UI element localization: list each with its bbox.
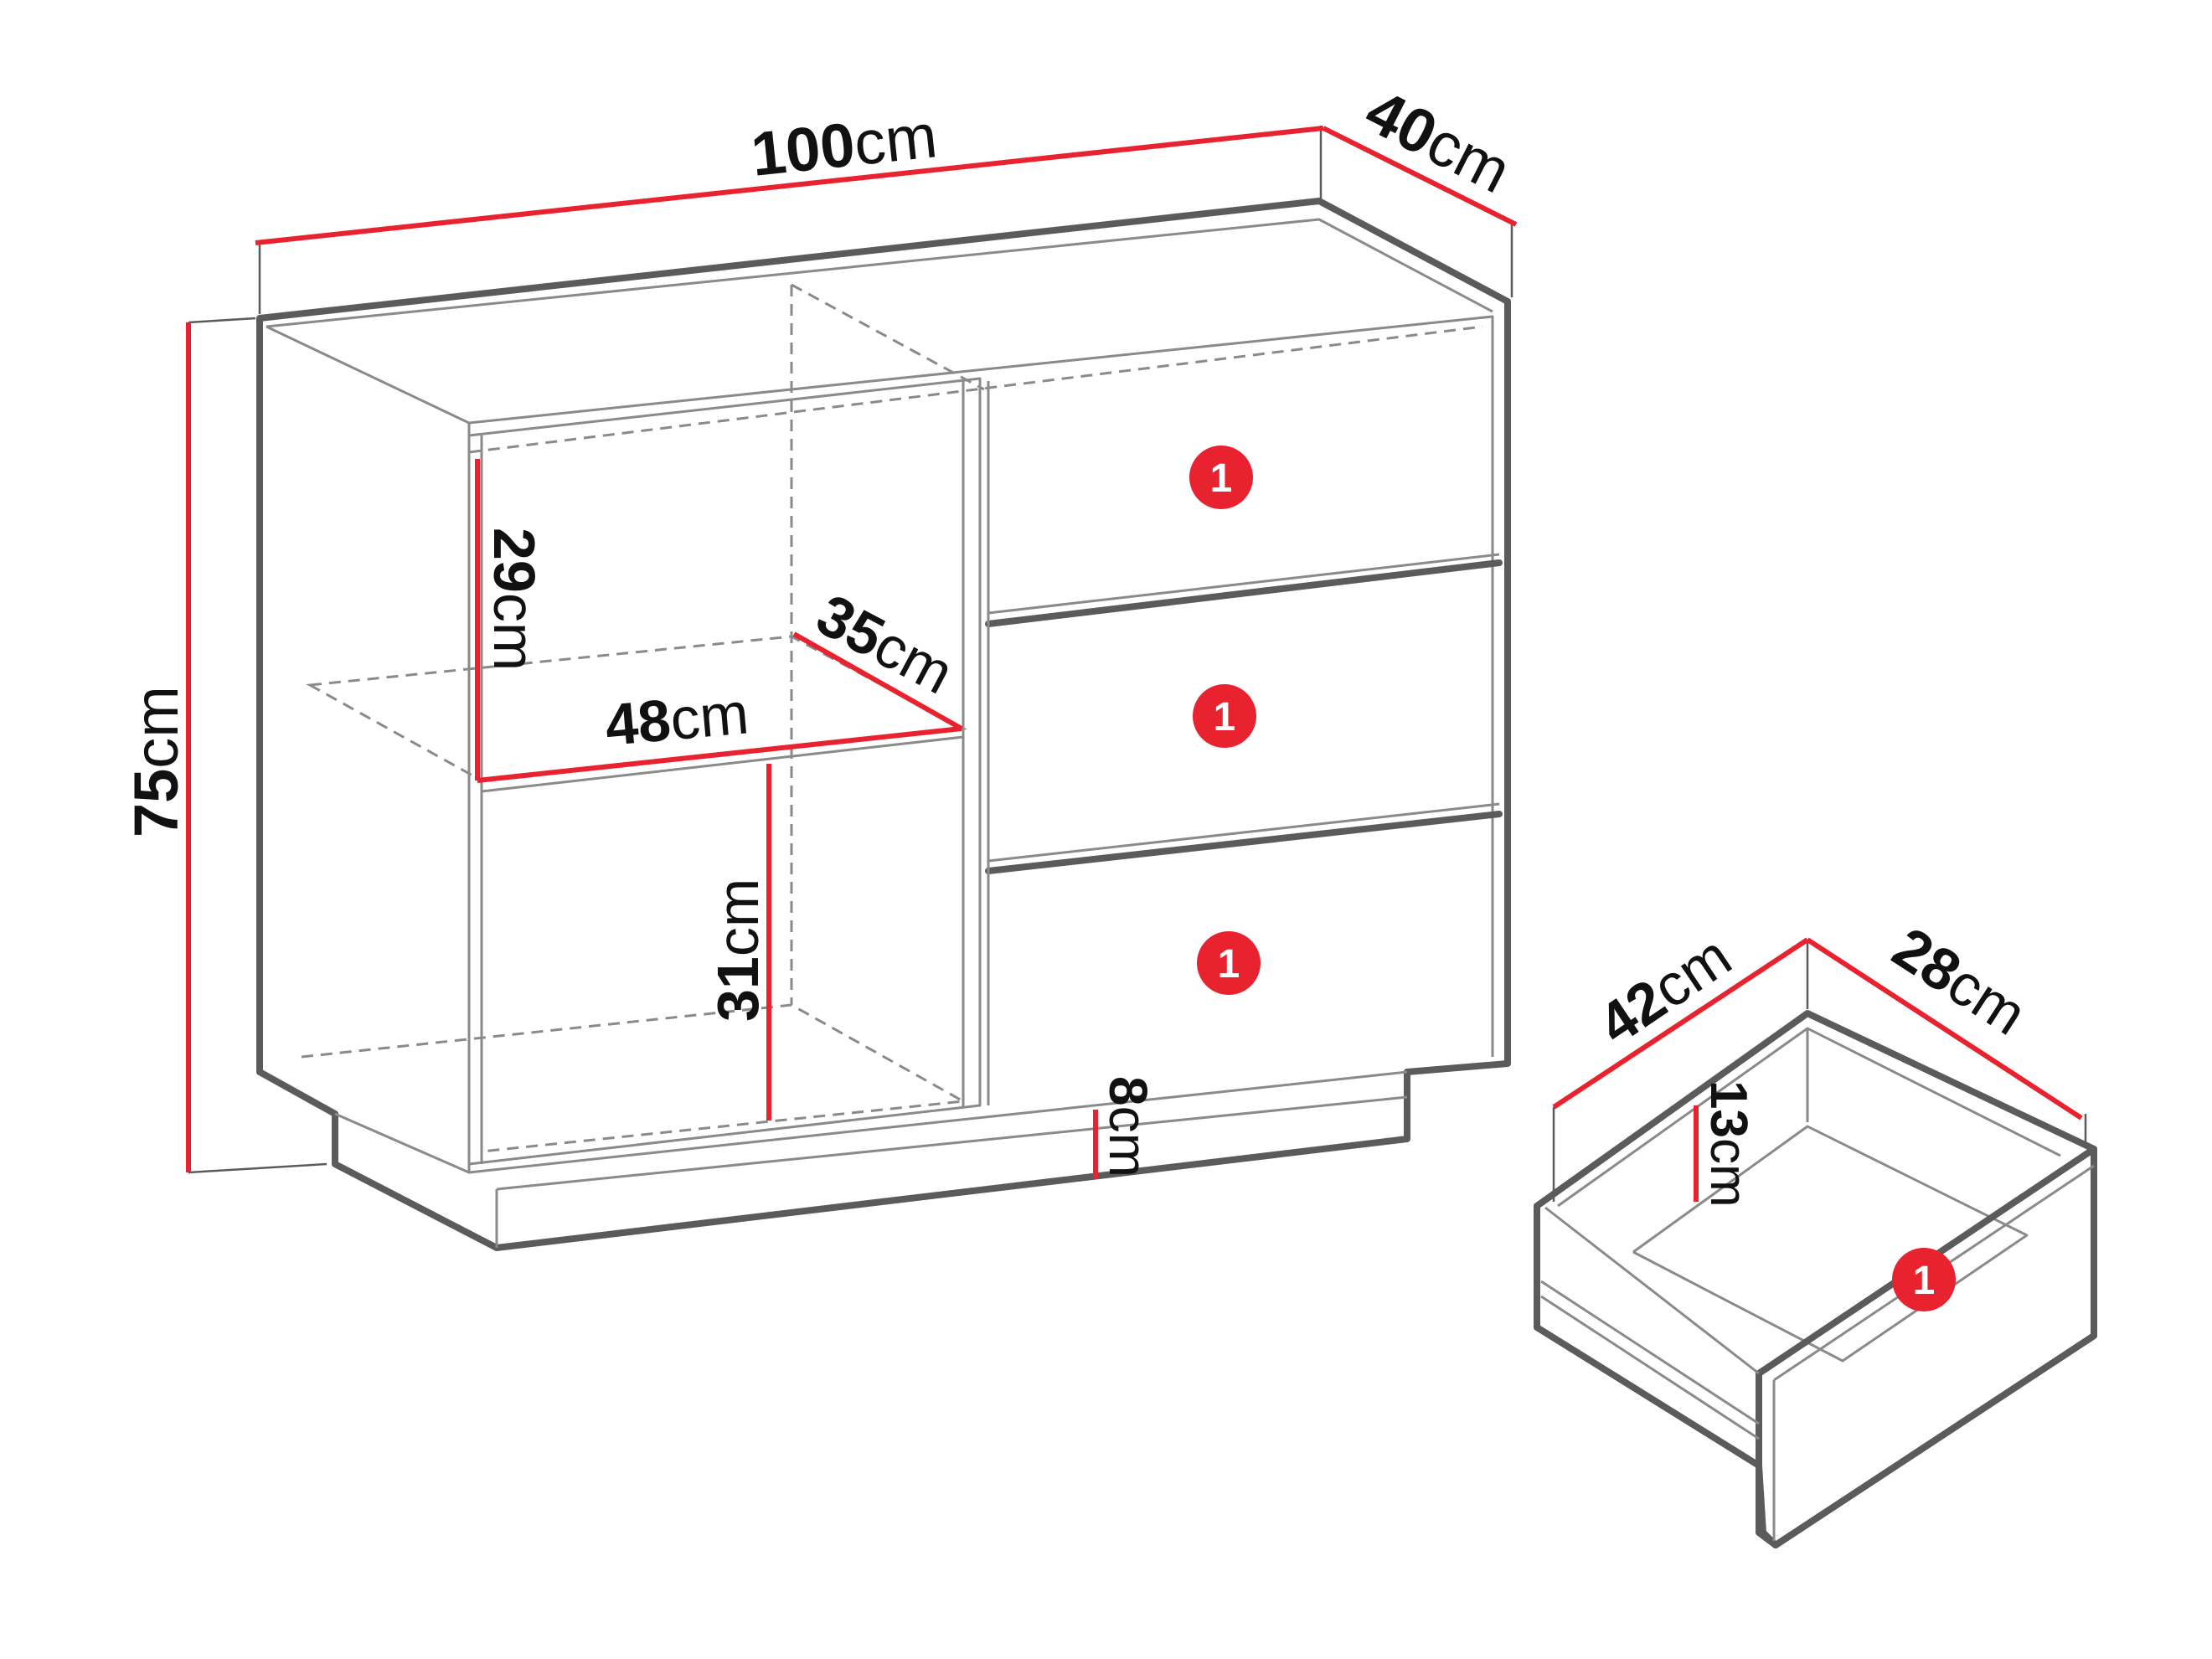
drawer-front-panel <box>1756 1146 2097 1548</box>
svg-text:1: 1 <box>1214 695 1236 739</box>
drawer-outline <box>1534 1010 2097 1548</box>
label-shelf-lower: 31cm <box>705 878 771 1022</box>
cabinet-drawing <box>256 198 1511 1251</box>
drawer-side-line-1 <box>1540 1280 1760 1425</box>
drawer-detail-badge: 1 <box>1892 1248 1956 1311</box>
drawer-side-line-2 <box>1540 1295 1760 1440</box>
drawer-badge-3: 1 <box>1197 931 1261 995</box>
label-height: 75cm <box>121 686 191 837</box>
dimension-lines <box>186 126 1518 1179</box>
drawer-left-top-edge <box>1544 1206 1760 1375</box>
cabinet-top-edge <box>266 218 1493 328</box>
plinth-inner <box>496 1095 1408 1191</box>
shelf-dashed <box>306 635 967 782</box>
label-shelf-upper: 29cm <box>482 528 547 671</box>
drawer-badge-1: 1 <box>1189 446 1253 509</box>
cabinet-front-top-edge <box>468 315 1494 1057</box>
cabinet-outline <box>256 198 1511 1251</box>
label-drawer-height: 13cm <box>1699 1080 1757 1208</box>
shelf-front-edge <box>481 735 964 793</box>
cabinet-top-front-edge <box>266 325 470 425</box>
dim-line-drawer-depth <box>1552 937 1809 1110</box>
open-compartment-frame <box>468 377 982 1166</box>
label-drawer-width: 28cm <box>1882 915 2038 1048</box>
svg-text:1: 1 <box>1913 1259 1936 1303</box>
drawer-divider-1 <box>985 559 1503 627</box>
interior-bottom-dashed <box>301 1003 967 1153</box>
drawer-floor <box>1632 1125 2029 1363</box>
extension-lines <box>188 126 1513 1174</box>
svg-text:1: 1 <box>1218 942 1240 987</box>
interior-back-top <box>791 283 985 391</box>
drawer-divider-2b <box>987 802 1500 863</box>
dim-line-drawer-width <box>1806 937 2083 1121</box>
svg-text:1: 1 <box>1210 456 1233 501</box>
dim-line-depth <box>1322 126 1518 227</box>
drawer-divider-2 <box>985 811 1503 874</box>
dim-line-width <box>255 126 1324 245</box>
dim-line-shelf-depth <box>792 631 963 731</box>
dim-line-shelf-width <box>477 726 962 783</box>
label-shelf-width: 48cm <box>603 680 751 758</box>
interior-top-dashed <box>468 325 1483 454</box>
label-plinth: 8cm <box>1098 1076 1158 1177</box>
drawer-divider-1b <box>987 553 1500 615</box>
label-width: 100cm <box>748 100 941 189</box>
drawer-dimension-lines <box>1552 937 2083 1202</box>
plinth-top <box>334 1070 1408 1174</box>
drawer-badge-2: 1 <box>1193 684 1256 748</box>
label-drawer-depth: 42cm <box>1587 923 1743 1057</box>
